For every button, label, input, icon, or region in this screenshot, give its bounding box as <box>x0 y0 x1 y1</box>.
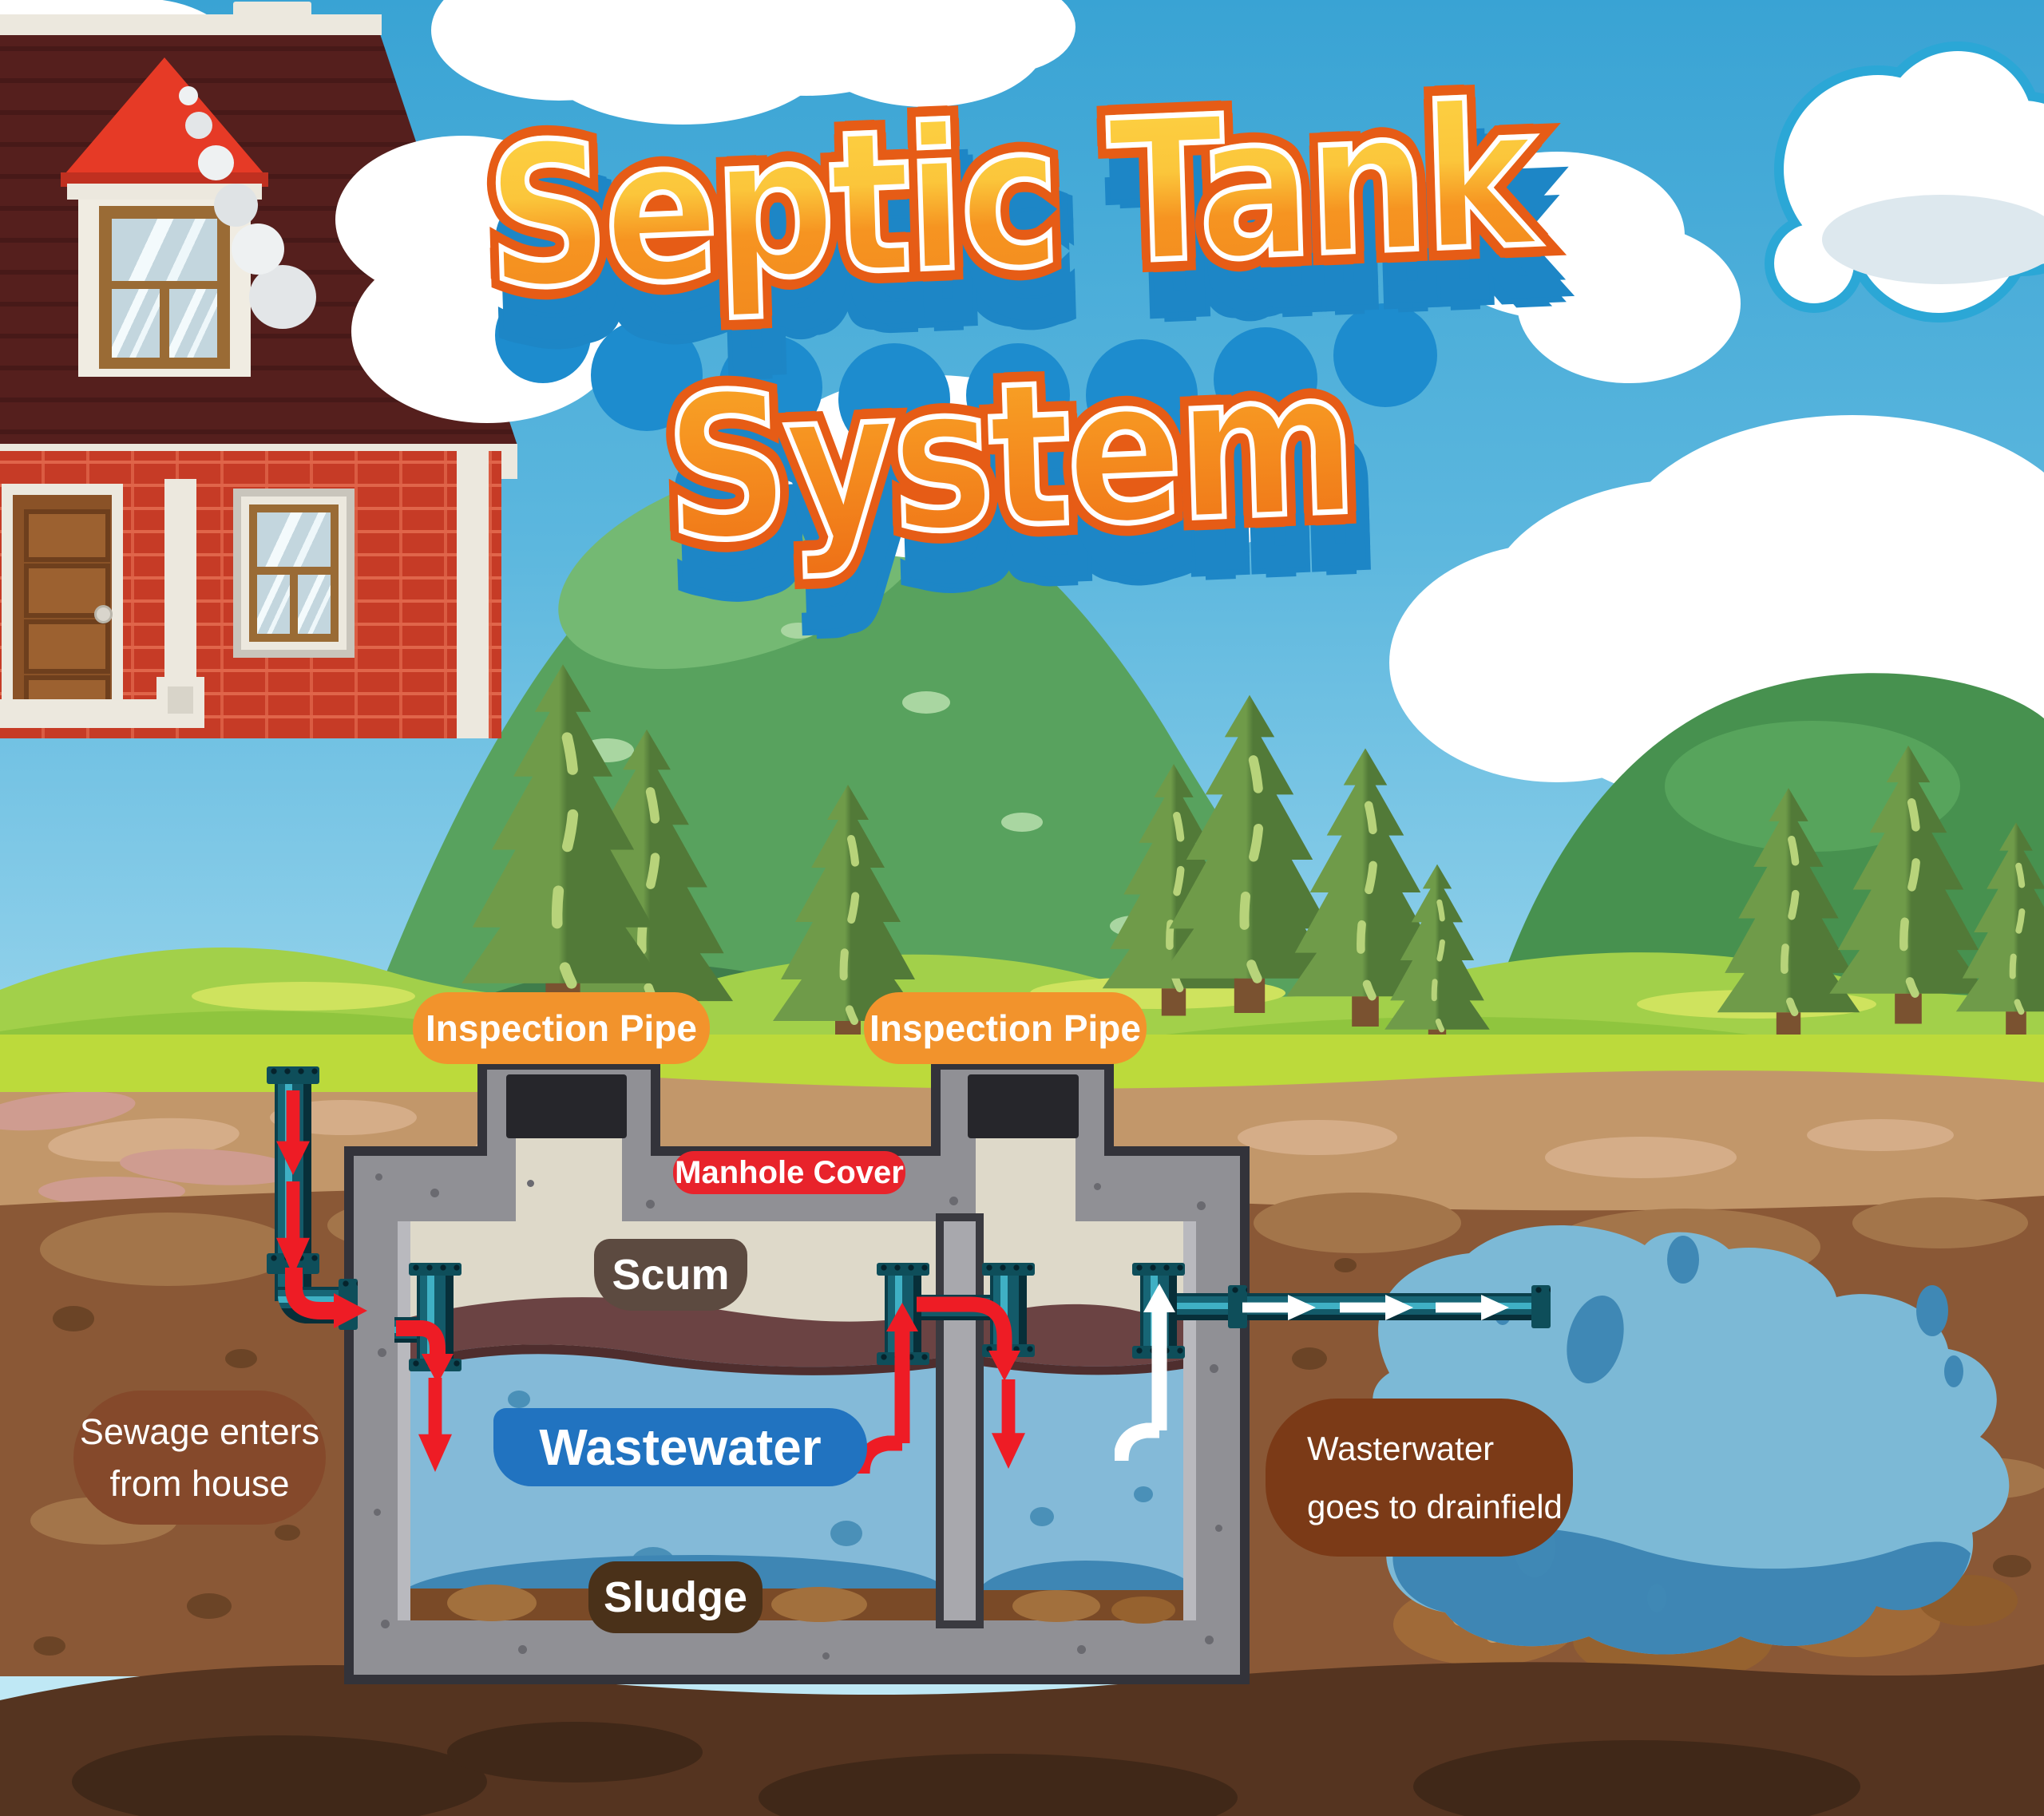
chimney-cap <box>233 2 311 18</box>
wall-inner-highlight <box>1183 1221 1196 1620</box>
cloud-shading <box>1822 195 2044 284</box>
note-text-line: goes to drainfield <box>1307 1488 1563 1525</box>
window-glass <box>257 575 290 634</box>
dormer-window-glass <box>112 289 160 358</box>
water-spot <box>1030 1507 1054 1526</box>
riser-shaft <box>976 1137 1075 1225</box>
column-pedestal-inset <box>168 686 193 714</box>
smoke-puff <box>185 112 212 139</box>
door-panel <box>24 619 110 674</box>
note-text-line: Sewage enters <box>79 1410 320 1452</box>
soil-layer-dark <box>0 1662 2044 1816</box>
flow-arrow-over-divider-icon <box>917 1296 1020 1381</box>
title-line-2: System System System <box>651 315 1377 659</box>
cloud-top-center <box>431 0 1075 125</box>
label-sludge: Sludge <box>588 1561 763 1633</box>
label-wastewater: Wastewater <box>493 1408 867 1486</box>
porch-step <box>0 699 169 728</box>
door-knob <box>94 605 113 623</box>
tee-flange <box>982 1263 1035 1276</box>
label-text: Manhole Cover <box>675 1154 904 1190</box>
label-text: Wastewater <box>539 1418 822 1476</box>
label-inspection-pipe-left: Inspection Pipe <box>413 992 710 1064</box>
flow-arrow-into-tank-icon <box>396 1320 454 1384</box>
water-spot <box>830 1521 862 1546</box>
tee-flange <box>1132 1263 1185 1276</box>
water-spot <box>1134 1486 1153 1502</box>
window-glass <box>298 575 331 634</box>
label-text: Inspection Pipe <box>869 1007 1141 1049</box>
flow-arrow-white-up-icon <box>1115 1284 1175 1462</box>
note-sewage-enters: Sewage enters from house <box>73 1391 326 1525</box>
label-text: Sludge <box>603 1573 747 1621</box>
cloud-blue-bump <box>966 343 1070 447</box>
flow-arrow-up-icon <box>856 1303 918 1474</box>
tank-divider-wall <box>944 1221 976 1620</box>
cloud-blue-bump <box>838 343 950 455</box>
label-text: Inspection Pipe <box>426 1007 697 1049</box>
dormer-window-glass <box>112 219 217 281</box>
water-spot <box>508 1391 530 1408</box>
sludge-rock <box>447 1585 537 1621</box>
cloud-top-right-outlined <box>1765 42 2044 322</box>
title-text: Septic Tank <box>447 59 1571 335</box>
label-inspection-pipe-right: Inspection Pipe <box>864 992 1147 1064</box>
flow-arrow-elbow-icon <box>285 1268 367 1328</box>
cloud-blue-bump <box>1214 327 1317 431</box>
house <box>0 0 527 738</box>
tee-flange <box>409 1263 461 1276</box>
dormer-window-glass <box>169 289 217 358</box>
window-glass <box>257 512 331 567</box>
smoke-puff <box>232 224 284 275</box>
label-text: Scum <box>612 1251 730 1299</box>
tee-flange <box>877 1263 929 1276</box>
riser-shaft <box>516 1137 622 1225</box>
cloud-blue-bump <box>1333 303 1437 407</box>
sludge-rock <box>771 1587 867 1622</box>
outlet-end-flange <box>1531 1285 1551 1328</box>
note-wastewater-drainfield: Wasterwater goes to drainfield <box>1266 1399 1573 1557</box>
sludge-rock <box>1012 1590 1100 1622</box>
smoke-puff <box>179 86 198 105</box>
note-text-line: from house <box>109 1463 290 1504</box>
manhole-cap <box>506 1074 627 1138</box>
smoke-puff <box>198 145 234 180</box>
title-text: System <box>659 323 1360 588</box>
cloud-blue-bump <box>495 287 591 383</box>
corner-trim <box>457 451 489 738</box>
door-panel <box>24 509 110 562</box>
note-text-line: Wasterwater <box>1307 1429 1495 1467</box>
sludge-rock <box>1111 1596 1175 1624</box>
cloud-white <box>1517 224 1741 383</box>
inlet-pipe-top-flange <box>267 1066 319 1084</box>
wall-inner-highlight <box>398 1221 410 1620</box>
roof-ridge-trim <box>0 14 382 35</box>
cloud-blue-bump <box>1086 339 1198 451</box>
scum-layer <box>398 1297 944 1375</box>
cloud-blue-bump <box>591 319 703 431</box>
door-panel <box>24 564 110 618</box>
label-scum: Scum <box>594 1239 747 1311</box>
smoke-puff <box>249 265 316 329</box>
dormer-eave <box>67 184 262 200</box>
manhole-cap <box>968 1074 1079 1138</box>
smoke-puff <box>214 184 258 227</box>
cloud-blue-bump <box>719 335 822 439</box>
label-manhole-cover: Manhole Cover <box>673 1151 905 1194</box>
wall-speckles <box>375 1173 382 1181</box>
